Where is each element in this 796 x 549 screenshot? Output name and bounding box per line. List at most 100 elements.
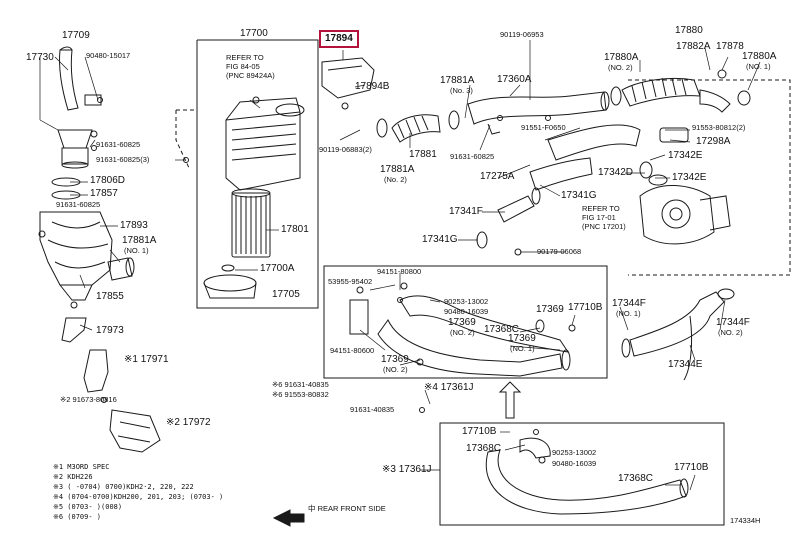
- clamps-17806d-17857: [51, 177, 81, 200]
- air-cleaner-case-upper: [225, 96, 305, 191]
- label-no2-bottom: (NO. 2): [718, 328, 743, 337]
- clamp-17881a-no3: [448, 110, 460, 130]
- label-90480-16039-a: 90480-16039: [444, 307, 489, 316]
- label-17972: ※2 17972: [166, 417, 211, 428]
- label-17368c-c: 17368C: [618, 473, 654, 484]
- note-6: ※6 (0709- ): [53, 513, 102, 521]
- connectors-17368c-17710b: [535, 319, 576, 333]
- label-17882a: 17882A: [676, 41, 711, 52]
- label-90480-16039-b: 90480-16039: [552, 459, 597, 468]
- element-17801: [231, 188, 271, 258]
- label-17344f-no2: 17344F: [716, 317, 750, 328]
- label-17344e: 17344E: [668, 359, 703, 370]
- label-53955-95402: 53955-95402: [328, 277, 373, 286]
- label-91553-80812: 91553-80812(2): [692, 123, 746, 132]
- hose-17881: [376, 114, 441, 143]
- label-94151-80600: 94151-80600: [330, 346, 375, 355]
- label-17710b-b: 17710B: [462, 426, 497, 437]
- label-17894b: 17894B: [355, 81, 390, 92]
- label-17705: 17705: [272, 289, 300, 300]
- label-17893: 17893: [120, 220, 148, 231]
- refer-30-line1: REFER TO: [226, 53, 264, 62]
- label-91631-40835-a: ※6 91631-40835: [272, 380, 329, 389]
- label-17368c-a: 17368C: [484, 324, 520, 335]
- label-17275a: 17275A: [480, 171, 515, 182]
- label-no3: (No. 3): [450, 86, 473, 95]
- label-17341f: 17341F: [449, 206, 483, 217]
- highlighted-part-17894[interactable]: 17894: [319, 30, 359, 48]
- label-17971: ※1 17971: [124, 354, 169, 365]
- note-4: ※4 (0704-0700)KDH200, 201, 203; (0703- ): [53, 493, 224, 501]
- label-91631-60825-b: 91631-60825: [56, 200, 101, 209]
- label-91631-60825-a: 91631-60825: [96, 140, 141, 149]
- label-17880: 17880: [675, 25, 703, 36]
- hose-17881a-left: [107, 257, 135, 281]
- label-91631-40835-b: 91631-40835: [350, 405, 395, 414]
- label-91631-60825-3: 91631-60825(3): [96, 155, 150, 164]
- pipe-17361j-variant: [485, 429, 689, 515]
- label-17368c-b: 17368C: [466, 443, 502, 454]
- note-5: ※5 (0703- )(008): [53, 503, 123, 511]
- refer-30-line2: FIG 84-05: [226, 62, 260, 71]
- turbocharger: [639, 161, 731, 245]
- refer-17-line1: REFER TO: [582, 204, 620, 213]
- label-17881a-no3: 17881A: [440, 75, 475, 86]
- inlet-pipe-17709: [59, 46, 102, 111]
- label-17881a-left: 17881A: [122, 235, 157, 246]
- label-17973: 17973: [96, 325, 124, 336]
- turbo-dashed-frame: [175, 79, 791, 276]
- label-90119-06883: 90119-06883(2): [319, 145, 372, 154]
- bolt-90179: [514, 248, 522, 256]
- label-90119-06953: 90119-06953: [500, 30, 544, 39]
- label-no1-right: (NO. 1): [746, 62, 771, 71]
- hose-17880: [610, 69, 751, 113]
- label-17880a-no1: 17880A: [742, 51, 777, 62]
- label-17730: 17730: [26, 52, 54, 63]
- catalog-number: 174334H: [730, 516, 761, 525]
- pipe-variant-frame: [439, 422, 725, 526]
- label-17710b-c: 17710B: [674, 462, 709, 473]
- label-17344f-no1: 17344F: [612, 298, 646, 309]
- label-17855: 17855: [96, 291, 124, 302]
- note-3: ※3 ( -0704) 0700)KDH2·2, 220, 222: [53, 483, 194, 491]
- label-17880a-no2: 17880A: [604, 52, 639, 63]
- pipe-group-frame: [323, 265, 608, 379]
- label-90253-13002-b: 90253-13002: [552, 448, 597, 457]
- bracket-17973: [61, 301, 87, 343]
- cover-17972: [101, 397, 161, 453]
- hose-17344: [621, 288, 735, 381]
- label-17806d: 17806D: [90, 175, 126, 186]
- label-94151-80800: 94151-80800: [377, 267, 422, 276]
- label-no2-mid: (No. 2): [384, 175, 407, 184]
- duct-17893: [38, 211, 113, 301]
- label-91551-f0650: 91551-F0650: [521, 123, 566, 132]
- refer-17-line3: (PNC 17201): [582, 222, 626, 231]
- label-17709: 17709: [62, 30, 90, 41]
- link-arrow: [498, 381, 522, 419]
- label-17298a: 17298A: [696, 136, 731, 147]
- label-17369-b: 17369: [508, 333, 536, 344]
- bracket-17971: [83, 349, 109, 393]
- refer-30-line3: (PNC 89424A): [226, 71, 275, 80]
- hose-17341-17275: [476, 124, 641, 249]
- label-17881: 17881: [409, 149, 437, 160]
- label-17342d: 17342D: [598, 167, 634, 178]
- label-no2-d: (NO. 2): [383, 365, 408, 374]
- label-90480-15017: 90480-15017: [86, 51, 131, 60]
- label-no1-c: (NO. 1): [510, 344, 535, 353]
- part-17894: [321, 57, 375, 110]
- resonator-17730: [57, 129, 98, 169]
- label-17361j-b: ※3 17361J: [382, 464, 432, 475]
- label-17369-no2a: 17369: [448, 317, 476, 328]
- label-17700a: 17700A: [260, 263, 295, 274]
- note-2: ※2 KDH226: [53, 473, 93, 481]
- label-17369-top: 17369: [536, 304, 564, 315]
- label-90253-13002-a: 90253-13002: [444, 297, 489, 306]
- fasteners: [91, 97, 551, 413]
- label-no1-left: (NO. 1): [124, 246, 149, 255]
- label-no2-c: (NO. 2): [450, 328, 475, 337]
- label-17801: 17801: [281, 224, 309, 235]
- label-17361j-a: ※4 17361J: [424, 382, 474, 393]
